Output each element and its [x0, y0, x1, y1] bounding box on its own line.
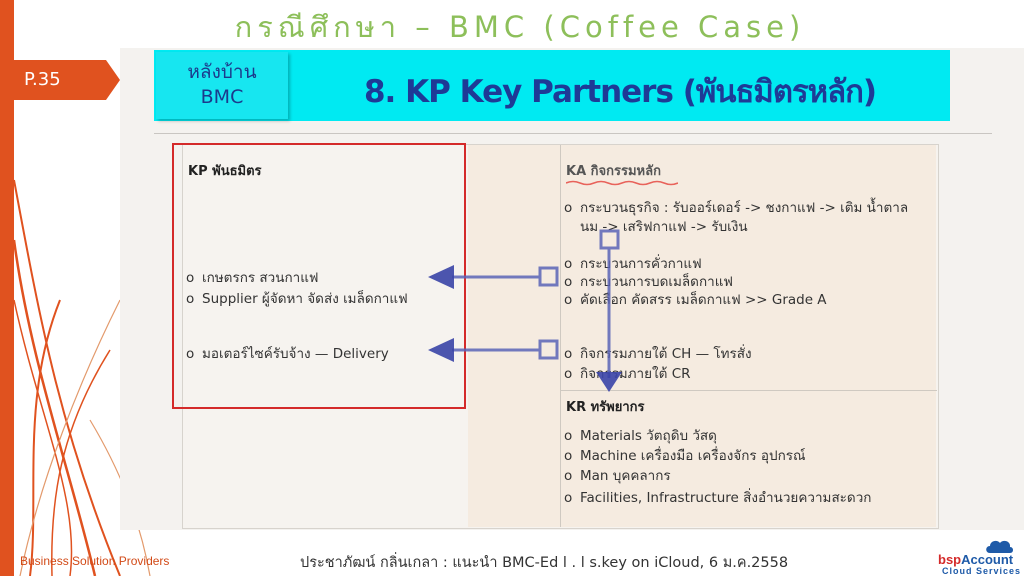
header-title: 8. KP Key Partners (พันธมิตรหลัก) — [363, 74, 877, 110]
footer-company: Business Solution Providers — [20, 554, 170, 568]
page-number-tag: P.35 — [14, 60, 106, 100]
ka-heading: KA กิจกรรมหลัก — [566, 164, 661, 179]
footer-credit: ประชาภัฒน์ กลิ่นเกลา : แนะนำ BMC-Ed l . … — [300, 555, 789, 571]
header-left-line2: BMC — [200, 86, 244, 108]
header-left-label: หลังบ้าน BMC — [156, 52, 288, 119]
kr-heading: KR ทรัพยากร — [566, 400, 645, 415]
bmc-canvas-right-panel — [468, 145, 936, 527]
page-tag-arrow — [106, 60, 120, 100]
ka-item-continued: นม -> เสริฟกาแฟ -> รับเงิน — [580, 219, 748, 235]
header-left-line1: หลังบ้าน — [187, 61, 257, 83]
canvas-vertical-divider — [560, 145, 561, 527]
brand-logo: bspAccount — [938, 552, 1014, 567]
decorative-swoosh-lines — [12, 179, 151, 576]
canvas-horizontal-divider — [560, 390, 937, 391]
header-divider — [154, 133, 992, 134]
slide-main-title: กรณีศึกษา – BMC (Coffee Case) — [234, 10, 806, 44]
brand-logo-subtitle: Cloud Services — [942, 566, 1022, 576]
ka-heading-underline — [566, 180, 678, 186]
kp-heading: KP พันธมิตร — [188, 164, 262, 179]
left-accent-bar — [0, 0, 14, 576]
cloud-icon — [986, 540, 1013, 553]
